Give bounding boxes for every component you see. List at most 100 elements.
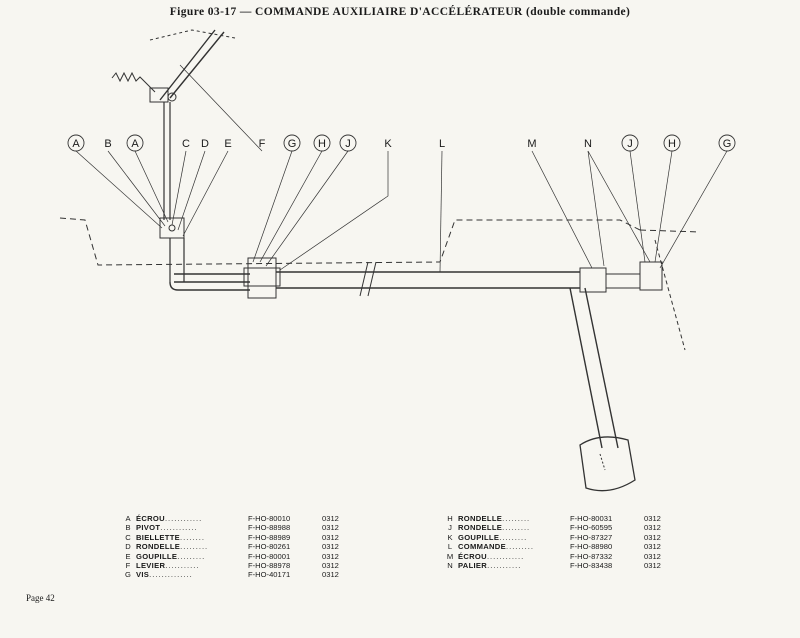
part-reference: F-HO-87327 — [570, 532, 613, 542]
part-letter: H — [447, 514, 453, 523]
callout-j: J — [621, 134, 639, 152]
pedal-pad — [579, 436, 636, 492]
part-name: BIELLETTE........ — [136, 532, 205, 542]
part-reference: F-HO-83438 — [570, 561, 613, 571]
callout-letter: M — [527, 138, 536, 150]
part-letter: L — [447, 542, 453, 552]
callout-c: C — [182, 138, 190, 150]
part-reference: F-HO-88980 — [570, 542, 613, 552]
dot-leader: ............ — [486, 551, 525, 561]
part-reference: F-HO-87332 — [570, 551, 613, 561]
main-shaft — [174, 273, 250, 283]
callout-g: G — [283, 134, 301, 152]
callout-letter: D — [201, 138, 209, 150]
callout-letter: J — [627, 138, 633, 150]
callout-letter: N — [584, 138, 592, 150]
page-number: Page 42 — [26, 593, 55, 603]
figure-title: Figure 03-17 — COMMANDE AUXILIAIRE D'ACC… — [169, 6, 631, 18]
part-reference: F-HO-88988 — [248, 523, 291, 533]
callout-circle — [339, 134, 357, 152]
callout-h: H — [313, 134, 331, 152]
rod-clevis — [159, 217, 185, 239]
part-row: F LEVIER........... F-HO-88978 0312 — [120, 561, 352, 570]
dot-leader: ........ — [180, 532, 205, 542]
callout-letter: K — [384, 138, 392, 150]
callout-k: K — [384, 138, 392, 150]
part-letter: C — [125, 532, 131, 542]
part-code: 0312 — [322, 551, 339, 561]
dot-leader: ........... — [487, 561, 522, 571]
part-code: 0312 — [644, 561, 661, 571]
part-reference: F-HO-80261 — [248, 542, 291, 552]
part-letter: F — [125, 561, 131, 571]
pedal-arm — [569, 287, 619, 449]
callout-letter: C — [182, 138, 190, 150]
part-reference: F-HO-88989 — [248, 532, 291, 542]
callout-letter: H — [668, 138, 676, 150]
part-name: ÉCROU............ — [136, 514, 203, 523]
callout-a: A — [126, 134, 144, 152]
part-code: 0312 — [322, 561, 339, 571]
part-name: RONDELLE......... — [136, 542, 209, 552]
end-bearing — [639, 261, 663, 291]
part-reference: F-HO-80031 — [570, 514, 613, 523]
callout-circle — [621, 134, 639, 152]
part-letter: J — [448, 523, 452, 533]
part-letter: B — [125, 523, 131, 533]
dot-leader: ......... — [502, 514, 531, 523]
part-name: LEVIER........... — [136, 561, 200, 571]
lever-spring — [111, 71, 156, 93]
part-letter: K — [447, 532, 453, 542]
callout-letter: H — [318, 138, 326, 150]
part-reference: F-HO-88978 — [248, 561, 291, 571]
part-code: 0312 — [644, 532, 661, 542]
callout-circle — [126, 134, 144, 152]
part-code: 0312 — [644, 542, 661, 552]
callout-circle — [67, 134, 85, 152]
part-letter: G — [125, 570, 131, 580]
shaft-break — [359, 261, 377, 297]
dot-leader: .............. — [149, 570, 193, 580]
lever-bar — [159, 29, 225, 101]
callout-letter: G — [288, 138, 297, 150]
part-code: 0312 — [322, 542, 339, 552]
callout-b: B — [104, 138, 111, 150]
part-code: 0312 — [644, 523, 661, 533]
callout-letter: F — [259, 138, 266, 150]
callout-circle — [313, 134, 331, 152]
callout-letter: J — [345, 138, 351, 150]
dot-leader: ............ — [160, 523, 198, 533]
part-name: RONDELLE......... — [458, 514, 531, 523]
callout-circle — [663, 134, 681, 152]
dot-leader: ......... — [502, 523, 531, 533]
part-code: 0312 — [322, 523, 339, 533]
callout-letter: B — [104, 138, 111, 150]
shaft-nut — [579, 267, 607, 293]
floor-outline — [59, 217, 641, 266]
callout-letter: G — [723, 138, 732, 150]
dot-leader: ........... — [165, 561, 200, 571]
link-rod — [163, 102, 171, 220]
part-letter: A — [125, 514, 131, 523]
callout-j: J — [339, 134, 357, 152]
callout-g: G — [718, 134, 736, 152]
dot-leader: ......... — [499, 532, 528, 542]
part-code: 0312 — [322, 570, 339, 580]
part-reference: F-HO-80010 — [248, 514, 291, 523]
part-letter: M — [446, 551, 454, 561]
callout-a: A — [67, 134, 85, 152]
